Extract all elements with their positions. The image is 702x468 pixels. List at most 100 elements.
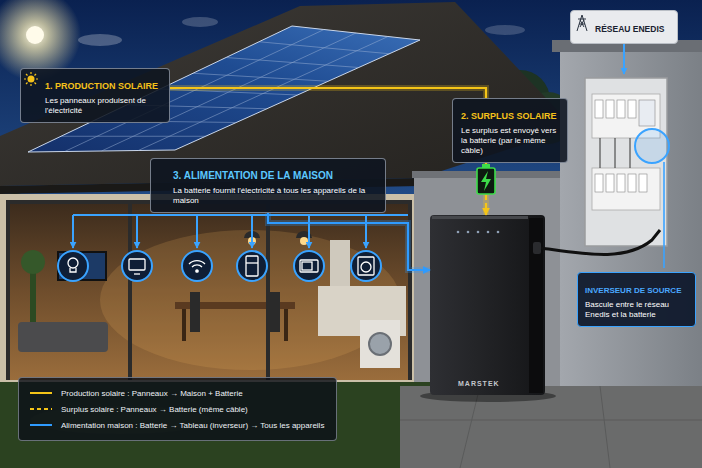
legend-text: Alimentation maison : Batterie → Tableau… [61,421,324,430]
legend-text: Surplus solaire : Panneaux → Batterie (m… [61,405,248,414]
sun-icon [26,83,28,85]
interior [128,200,132,380]
house-distribution-lines [251,215,253,248]
connector-glow [170,88,486,270]
battery-unit [497,231,500,234]
battery-unit [430,215,545,395]
grid-label-box: RÉSEAU ENEDIS [570,10,678,44]
electrical-cabinet [617,100,625,118]
appliance-icons [58,251,381,281]
solar-panels [193,73,328,81]
solar-panels [226,58,359,68]
sun-icon [30,72,31,74]
connector-glow [268,213,430,270]
solar-panels [61,136,206,137]
interior [6,200,10,380]
battery-charge-icon [481,171,491,191]
interior [21,250,45,274]
sky [182,17,218,27]
battery-unit [529,218,543,393]
pylon-icon [577,15,587,31]
battery-box: MARSTEK [430,215,545,395]
electrical-cabinet [595,100,603,118]
legend-text: Production solaire : Panneaux → Maison +… [61,389,243,398]
interior [330,240,350,286]
interior [58,252,106,280]
connectors [170,88,486,270]
sun-icon [36,78,38,79]
electrical-cabinet [600,138,630,168]
appliance-icons [358,257,374,275]
appliance-icons [182,251,212,281]
battery-charge-icon [482,164,490,168]
sky [78,34,122,46]
electrical-cabinet [592,168,660,210]
electrical-cabinet [617,174,625,192]
box-title: INVERSEUR DE SOURCE [585,286,681,296]
interior [182,309,186,341]
legend-line [30,424,52,426]
interior [369,333,391,355]
appliance-icons [68,258,78,268]
house-distribution-lines [365,215,367,248]
box-body: La batterie fournit l'électricité à tous… [173,186,377,206]
electrical-cabinet [628,174,636,192]
electrical-cabinet [639,174,647,192]
sky [485,25,525,35]
callout-box: INVERSEUR DE SOURCEBascule entre le rése… [577,272,696,327]
battery-unit [420,215,556,402]
legend-row: Alimentation maison : Batterie → Tableau… [29,417,324,433]
battery-unit [457,231,460,234]
sun-icon [35,74,37,76]
interior [300,237,308,245]
connector-glow [483,163,489,215]
electrical-cabinet [635,129,669,163]
sun-icon [26,74,28,76]
box-title: 3. ALIMENTATION DE LA MAISON [173,170,333,183]
battery-unit [432,216,528,219]
flow-connector [268,213,430,270]
appliance-icons [302,262,312,270]
battery-unit [467,231,470,234]
electrical-cabinet [606,100,614,118]
box-title: 2. SURPLUS SOLAIRE [461,111,557,122]
battery-charge-icon [477,168,495,194]
appliance-icons [189,261,205,267]
appliance-icons [58,251,88,281]
appliance-icons [351,251,381,281]
battery-charge-icon [477,164,495,194]
house-distribution-lines [72,215,74,248]
legend-sample [29,405,53,413]
sun-icon [30,84,31,86]
appliance-icons [294,251,324,281]
interior [6,200,412,380]
house-distribution-lines [136,215,138,248]
power-cable [541,230,660,255]
appliance-icons [246,256,258,276]
legend-row: Production solaire : Panneaux → Maison +… [29,385,324,401]
ground [0,382,702,468]
sun-icon [24,72,38,86]
callout-box: 3. ALIMENTATION DE LA MAISON La batterie … [150,158,386,213]
electrical-cabinet [595,174,603,192]
appliance-icons [122,251,152,281]
box-body: Le surplus est envoyé vers la batterie (… [461,126,560,156]
legend-line [30,408,52,410]
ground [0,382,430,468]
house-distribution-lines [73,215,408,248]
sun [26,26,44,44]
interior [284,309,288,341]
interior [360,320,400,368]
interior [6,200,412,380]
electrical-cabinet [628,100,636,118]
appliance-icons [70,268,76,272]
sun-icon [24,72,38,86]
sun-icon [28,76,35,83]
house-distribution-lines [73,214,408,216]
battery-unit [533,242,541,254]
box-title: 1. PRODUCTION SOLAIRE [45,81,158,92]
connector-glow [170,88,486,98]
sun-icon [35,83,37,85]
battery-unit [477,231,480,234]
